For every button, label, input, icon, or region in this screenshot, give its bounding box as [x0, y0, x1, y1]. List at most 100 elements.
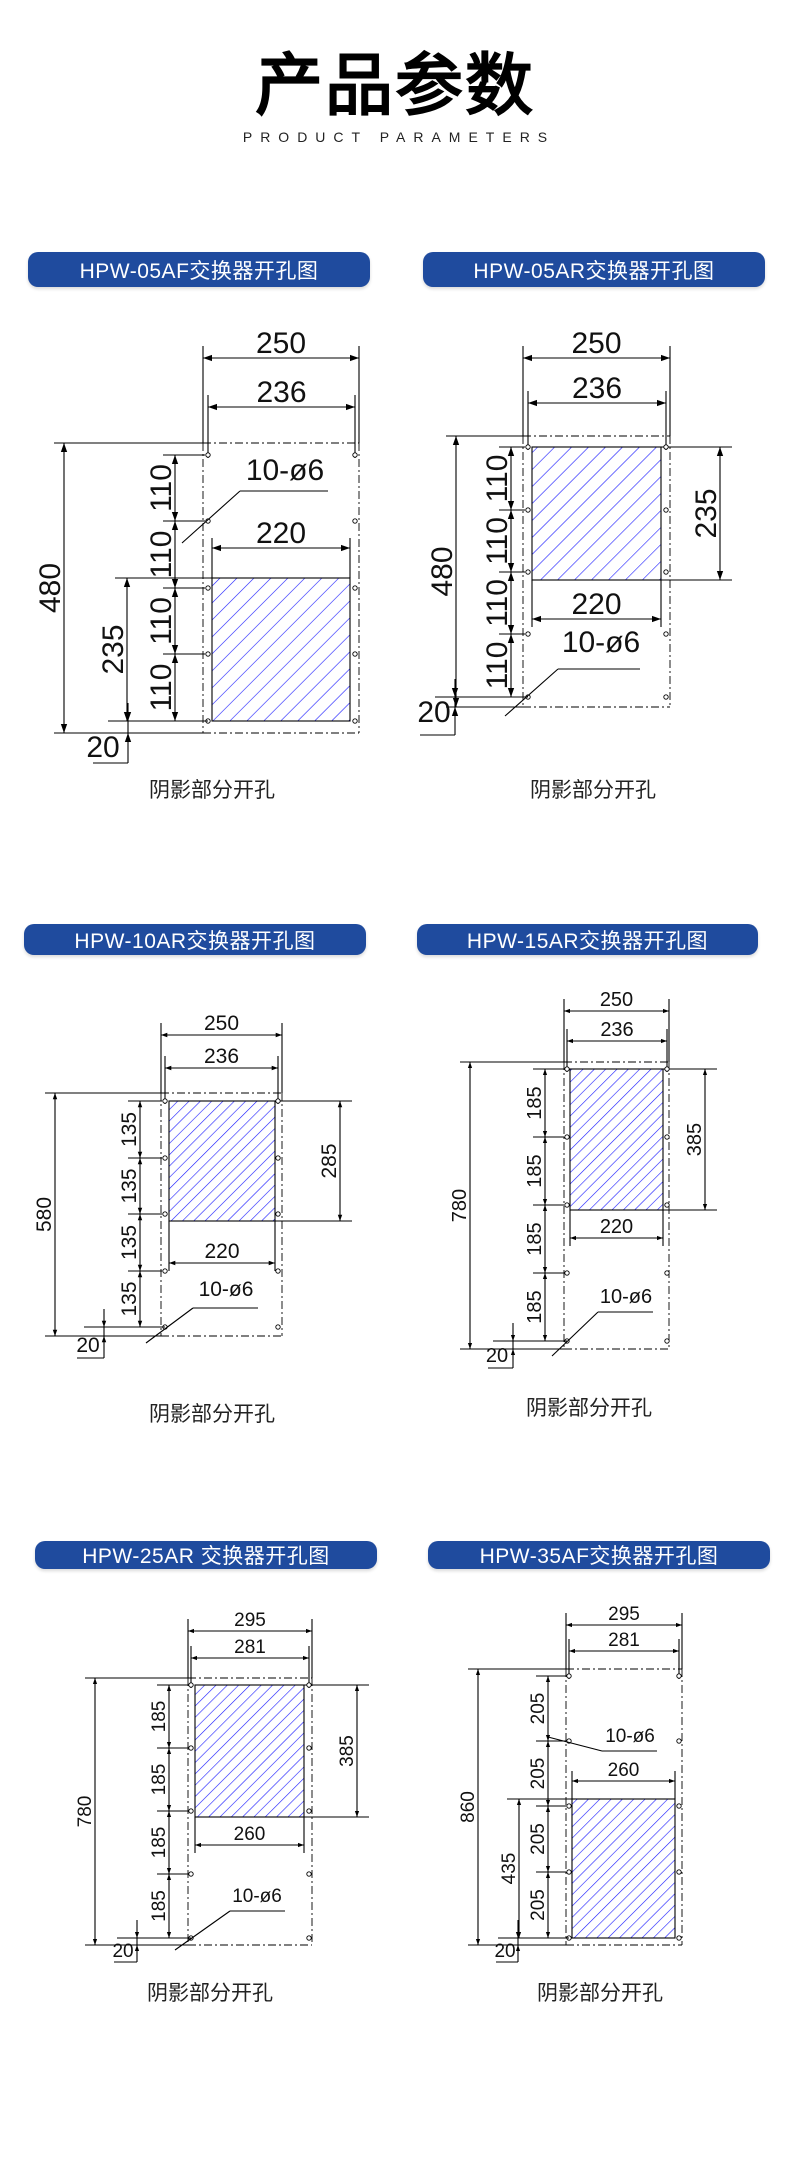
dimension-arrow — [451, 688, 459, 697]
dimension-arrow — [161, 1032, 168, 1038]
dimension-arrow — [572, 1778, 578, 1784]
cutout-area — [168, 1100, 276, 1222]
dimension-arrow — [467, 1343, 473, 1349]
dimension-arrow — [124, 712, 132, 721]
cutout-area — [571, 1798, 676, 1939]
mounting-hole — [525, 631, 531, 637]
overall-width-dim-label: 295 — [234, 1610, 266, 1631]
hole-pitch-dim-label: 205 — [528, 1758, 549, 1790]
dimension-arrow — [166, 1685, 172, 1691]
dimension-arrow — [337, 1214, 343, 1221]
dimension-arrow — [171, 521, 179, 530]
diagram-caption: 阴影部分开孔 — [526, 1397, 652, 1420]
mounting-hole — [162, 1098, 168, 1104]
dimension-arrow — [134, 1945, 140, 1951]
dimension-arrow — [507, 447, 515, 456]
diagram-title-badge: HPW-05AF交换器开孔图 — [28, 252, 370, 287]
mounting-hole — [525, 444, 531, 450]
mounting-hole — [162, 1211, 168, 1217]
mounting-hole — [352, 452, 358, 458]
dimension-arrow — [166, 1742, 172, 1748]
dimension-arrow — [101, 1336, 107, 1343]
overall-height-dim-label: 780 — [449, 1189, 471, 1222]
dimension-arrow — [545, 1741, 551, 1747]
dimension-arrow — [166, 1868, 172, 1874]
dimension-arrow — [171, 654, 179, 663]
bottom-offset-label: 20 — [76, 1334, 99, 1357]
dimension-arrow — [564, 1008, 570, 1014]
dimension-arrow — [542, 1335, 548, 1341]
cutout-area — [194, 1684, 305, 1818]
dimension-arrow — [171, 712, 179, 721]
dimension-arrow — [661, 1038, 667, 1044]
overall-width-dim-label: 250 — [256, 327, 306, 360]
dimension-arrow — [528, 399, 537, 407]
hole-span-width-dim-label: 236 — [256, 376, 306, 409]
dimension-arrow — [350, 354, 359, 362]
mounting-hole — [664, 1134, 670, 1140]
cutout-width-dim-label: 220 — [571, 588, 621, 621]
mounting-hole — [205, 651, 211, 657]
cutout-width-dim-label: 220 — [600, 1216, 633, 1238]
dimension-arrow — [542, 1069, 548, 1075]
dimension-arrow — [510, 1335, 516, 1341]
dimension-arrow — [652, 615, 661, 623]
hole-pitch-dim-label: 185 — [149, 1890, 170, 1922]
page-subtitle: PRODUCT PARAMETERS — [242, 129, 556, 145]
diagram-title-badge: HPW-25AR 交换器开孔图 — [35, 1541, 377, 1569]
mounting-hole — [564, 1134, 570, 1140]
mounting-hole — [352, 585, 358, 591]
hole-pitch-dim-label: 110 — [145, 664, 178, 712]
mounting-hole — [676, 1673, 682, 1679]
dimension-arrow — [475, 1939, 481, 1945]
dimension-arrow — [171, 588, 179, 597]
diagram-title-badge: HPW-15AR交换器开孔图 — [417, 924, 758, 955]
dimension-arrow — [467, 1062, 473, 1068]
mounting-hole — [664, 1066, 670, 1072]
dimension-arrow — [166, 1811, 172, 1817]
dimension-arrow — [545, 1735, 551, 1741]
dimension-arrow — [545, 1866, 551, 1872]
dimension-arrow — [171, 512, 179, 521]
dimension-arrow — [542, 1267, 548, 1273]
dimension-arrow — [716, 447, 724, 456]
mounting-hole — [188, 1682, 194, 1688]
dimension-arrow — [542, 1205, 548, 1211]
mounting-hole — [306, 1682, 312, 1688]
mounting-hole — [663, 694, 669, 700]
dimension-arrow — [137, 1158, 143, 1165]
dimension-arrow — [661, 354, 670, 362]
overall-height-dim-label: 780 — [75, 1796, 96, 1828]
hole-pitch-dim-label: 110 — [481, 579, 514, 627]
hole-spec-label: 10-ø6 — [605, 1726, 655, 1747]
hole-span-width-dim-label: 281 — [234, 1637, 266, 1658]
dimension-arrow — [52, 1093, 58, 1100]
mounting-hole — [352, 518, 358, 524]
dimension-arrow — [166, 1932, 172, 1938]
hole-span-width-dim-label: 236 — [204, 1045, 239, 1068]
diagram-caption: 阴影部分开孔 — [149, 1403, 275, 1426]
dimension-arrow — [101, 1320, 107, 1327]
mounting-hole — [566, 1869, 572, 1875]
cutout-height-dim-label: 285 — [318, 1143, 341, 1178]
dimension-arrow — [515, 1945, 521, 1951]
dimension-arrow — [545, 1872, 551, 1878]
hole-spec-leader — [145, 1307, 194, 1344]
mounting-hole — [564, 1202, 570, 1208]
mounting-hole — [306, 1871, 312, 1877]
bottom-offset-label: 20 — [86, 731, 119, 764]
mounting-hole — [564, 1270, 570, 1276]
mounting-hole — [188, 1871, 194, 1877]
mounting-hole — [306, 1745, 312, 1751]
cutout-width-dim-label: 220 — [204, 1240, 239, 1263]
dimension-arrow — [663, 1008, 669, 1014]
mounting-hole — [162, 1268, 168, 1274]
mounting-hole — [162, 1155, 168, 1161]
hole-spec-label: 10-ø6 — [246, 454, 324, 487]
mounting-hole — [205, 585, 211, 591]
hole-spec-label: 10-ø6 — [600, 1286, 652, 1308]
